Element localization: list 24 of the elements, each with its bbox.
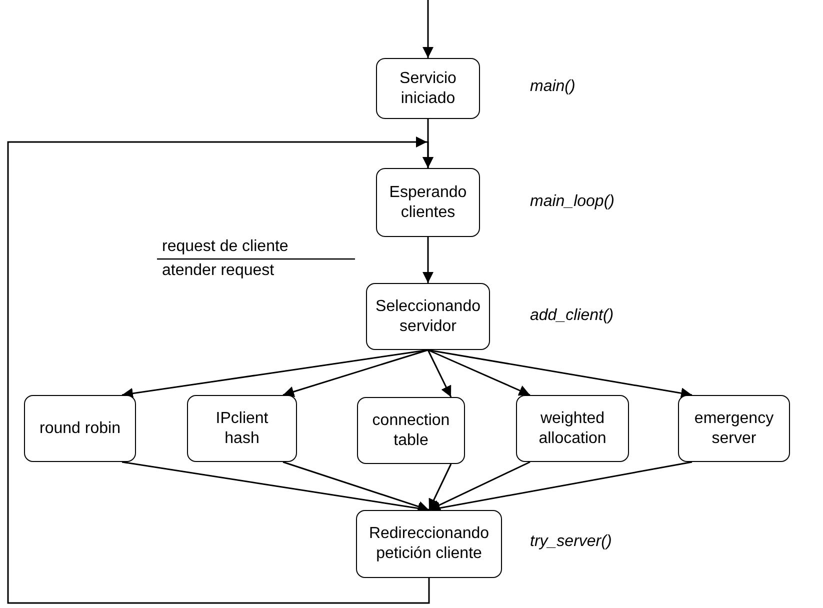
function-name: main(): [530, 78, 576, 96]
function-name: add_client(): [530, 307, 614, 325]
state-name: round robin: [40, 418, 120, 438]
state-box: [356, 510, 502, 578]
function-name: main_loop(): [530, 193, 614, 211]
event-label: request de cliente: [162, 238, 288, 256]
state-box: [516, 395, 629, 462]
state-box: [376, 58, 480, 119]
action-label: atender request: [162, 262, 274, 280]
state-box: [366, 283, 490, 350]
state-box: [24, 395, 136, 462]
state-name: Esperando clientes: [388, 182, 468, 222]
state-name: emergency server: [693, 408, 775, 448]
state-name: Servicio iniciado: [398, 68, 458, 108]
state-name: Redireccionando petición cliente: [368, 524, 490, 564]
state-name: weighted allocation: [538, 408, 608, 448]
state-box: [187, 395, 297, 462]
state-name: IPclient hash: [214, 408, 270, 448]
state-name: connection table: [371, 410, 451, 450]
state-name: Seleccionando servidor: [374, 296, 482, 336]
state-box: [357, 397, 465, 464]
function-name: try_server(): [530, 533, 612, 551]
state-box: [678, 395, 790, 462]
state-box: [376, 168, 480, 237]
